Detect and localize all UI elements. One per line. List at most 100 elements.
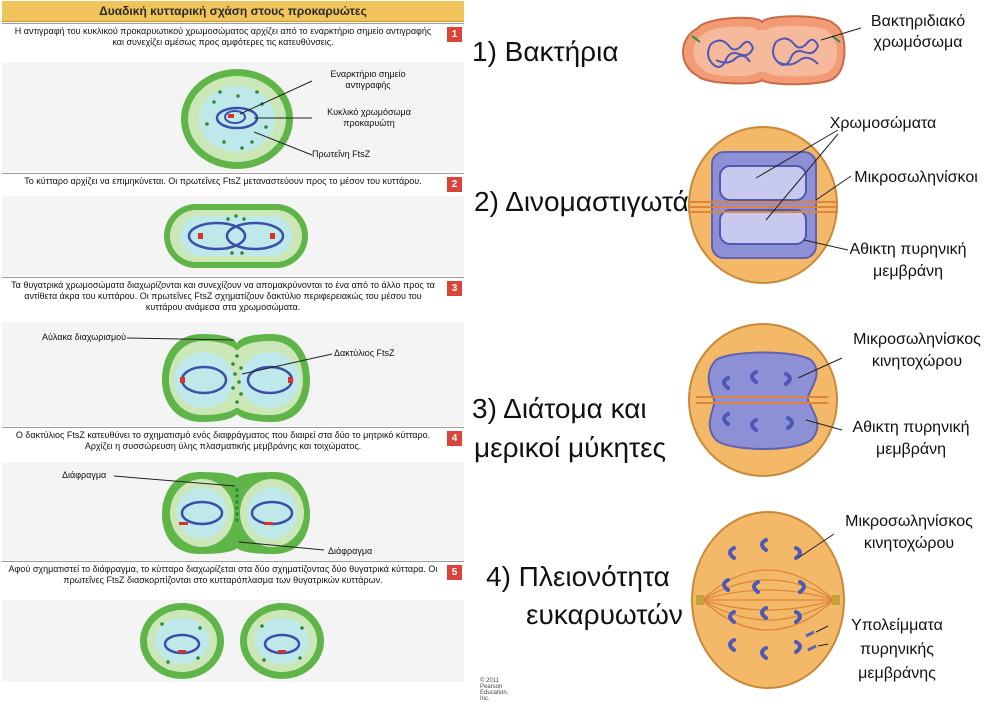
inner-region-right <box>247 487 297 539</box>
inner-region <box>180 216 292 256</box>
chromosome-copy <box>225 221 285 251</box>
label-bacterial-chromosome-1: Βακτηριδιακό <box>870 13 966 30</box>
spindle <box>701 569 835 631</box>
chromosome-lower <box>719 209 807 245</box>
step-number-badge: 2 <box>447 177 462 192</box>
step-number-badge: 1 <box>447 27 462 42</box>
step-number-badge: 4 <box>447 431 462 446</box>
step-5-illustration <box>2 600 464 682</box>
leader-lines <box>239 80 313 156</box>
step-text: Τα θυγατρικά χρωμοσώματα διαχωρίζονται κ… <box>11 280 435 312</box>
origin-of-replication <box>278 650 286 653</box>
step-3-illustration: Αύλακα διαχωρισμού Δακτύλιος FtsZ <box>2 322 464 426</box>
origin-of-replication <box>288 377 293 383</box>
microtubules <box>688 201 838 213</box>
inner-region-left <box>174 352 234 408</box>
label-circular-chromosome: Κυκλικό χρωμόσωμα προκαρυώτη <box>327 107 411 128</box>
diatom-diagram <box>688 323 843 477</box>
daughter-cells-diagram <box>140 603 324 679</box>
ftsz-proteins <box>226 214 246 255</box>
ftsz-proteins <box>205 90 268 150</box>
division-comparison-panel: 1) Βακτήρια 2) Δινομαστιγωτά 3) Διάτομα … <box>466 0 999 706</box>
inner-region <box>199 86 275 152</box>
step-5: Αφού σχηματιστεί το διάφραγμα, το κύτταρ… <box>2 561 464 601</box>
label-ftsz-protein: Πρωτεΐνη FtsZ <box>312 149 371 159</box>
origin-of-replication <box>179 522 188 525</box>
step-4: Ο δακτύλιος FtsZ κατευθύνει το σχηματισμ… <box>2 427 464 463</box>
label-intact-envelope-2a: Αθικτη πυρηνική <box>852 419 970 436</box>
chromosomes <box>722 538 806 660</box>
cell-septum-diagram <box>113 472 325 554</box>
ftsz-ring <box>231 354 243 404</box>
eukaryote-division-diagrams <box>682 15 862 689</box>
step-1-illustration: Εναρκτήριο σημείο αντιγραφής Κυκλικό χρω… <box>2 62 464 172</box>
leader-lines <box>797 357 843 431</box>
leader-lines <box>113 475 325 551</box>
label-septum-top: Διάφραγμα <box>62 470 107 480</box>
panel-title: Δυαδική κυτταρική σχάση στους προκαρυώτε… <box>2 1 464 22</box>
label-intact-envelope-2b: μεμβράνη <box>875 441 947 458</box>
leader-lines <box>797 533 835 647</box>
group-eukaryotes-line2: ευκαρυωτών <box>526 599 683 630</box>
inner-region-right <box>240 352 300 408</box>
dispersed-ftsz <box>160 622 304 664</box>
label-kinetochore-mt-2b: κινητοχώρου <box>863 535 955 552</box>
step-text: Αφού σχηματιστεί το διάφραγμα, το κύτταρ… <box>8 564 438 585</box>
label-ftsz-ring: Δακτύλιος FtsZ <box>334 348 395 358</box>
cell-separating-diagram <box>126 334 333 422</box>
centrosomes <box>696 595 840 605</box>
label-remnants-b: πυρηνικής <box>860 641 934 658</box>
inner-region <box>255 618 309 664</box>
inner-region-left <box>177 487 227 539</box>
chromosome-copy <box>187 221 247 251</box>
label-kinetochore-mt-2a: Μικροσωληνίσκος <box>845 513 973 530</box>
label-remnants-c: μεμβράνης <box>858 665 936 682</box>
label-kinetochore-mt-1a: Μικροσωληνίσκος <box>853 331 981 348</box>
group-bacteria: 1) Βακτήρια <box>472 36 619 67</box>
replicating-loop <box>224 110 246 124</box>
step-text: Ο δακτύλιος FtsZ κατευθύνει το σχηματισμ… <box>15 430 431 451</box>
origin-of-replication <box>180 377 185 383</box>
dinoflagellate-diagram <box>688 126 852 284</box>
step-text: Το κύτταρο αρχίζει να επιμηκύνεται. Οι π… <box>24 176 422 186</box>
step-text: Η αντιγραφή του κυκλικού προκαρυωτικού χ… <box>14 26 432 47</box>
label-intact-envelope-1a: Αθικτη πυρηνική <box>849 241 967 258</box>
label-chromosomes: Χρωμοσώματα <box>829 115 937 132</box>
eukaryote-diagram <box>691 511 845 689</box>
origin-of-replication <box>178 650 186 653</box>
label-remnants-a: Υπολείμματα <box>851 617 943 634</box>
cytoplasm <box>693 25 837 77</box>
daughter-chromosome-left <box>180 500 224 526</box>
step-2-illustration <box>2 196 464 276</box>
nuclear-envelope-remnants <box>805 630 817 652</box>
bacteria-diagram <box>682 15 862 86</box>
leader-line <box>820 27 862 41</box>
septum-ftsz <box>235 488 239 522</box>
label-bacterial-chromosome-2: χρωμόσωμα <box>873 34 963 51</box>
step-4-illustration: Διάφραγμα Διάφραγμα <box>2 462 464 560</box>
leader-lines <box>755 129 852 251</box>
origin-of-replication <box>264 522 273 525</box>
label-kinetochore-mt-1b: κινητοχώρου <box>871 353 963 370</box>
step-number-badge: 3 <box>447 281 462 296</box>
origin-of-replication <box>198 233 203 239</box>
step-3: Τα θυγατρικά χρωμοσώματα διαχωρίζονται κ… <box>2 277 464 323</box>
origin-of-replication <box>228 114 234 118</box>
group-diatoms-line2: μερικοί μύκητες <box>474 432 667 463</box>
step-1: Η αντιγραφή του κυκλικού προκαρυωτικού χ… <box>2 23 464 63</box>
copyright-note: © 2011 Pearson Education, Inc. <box>480 678 509 702</box>
chromosomes <box>722 370 794 432</box>
step-2: Το κύτταρο αρχίζει να επιμηκύνεται. Οι π… <box>2 173 464 197</box>
attachment-points <box>691 35 841 43</box>
group-eukaryotes-line1: 4) Πλειονότητα <box>486 561 670 592</box>
cell-elongated-diagram <box>164 204 308 268</box>
group-dinoflagellates: 2) Δινομαστιγωτά <box>474 186 689 217</box>
cell-round-diagram <box>181 69 313 169</box>
bacterial-chromosome <box>707 37 820 68</box>
group-diatoms-line1: 3) Διάτομα και <box>472 393 647 424</box>
step-number-badge: 5 <box>447 565 462 580</box>
origin-of-replication <box>270 233 275 239</box>
kinetochore-microtubules <box>696 396 828 404</box>
label-origin: Εναρκτήριο σημείο αντιγραφής <box>330 69 406 90</box>
nucleus <box>707 351 819 450</box>
